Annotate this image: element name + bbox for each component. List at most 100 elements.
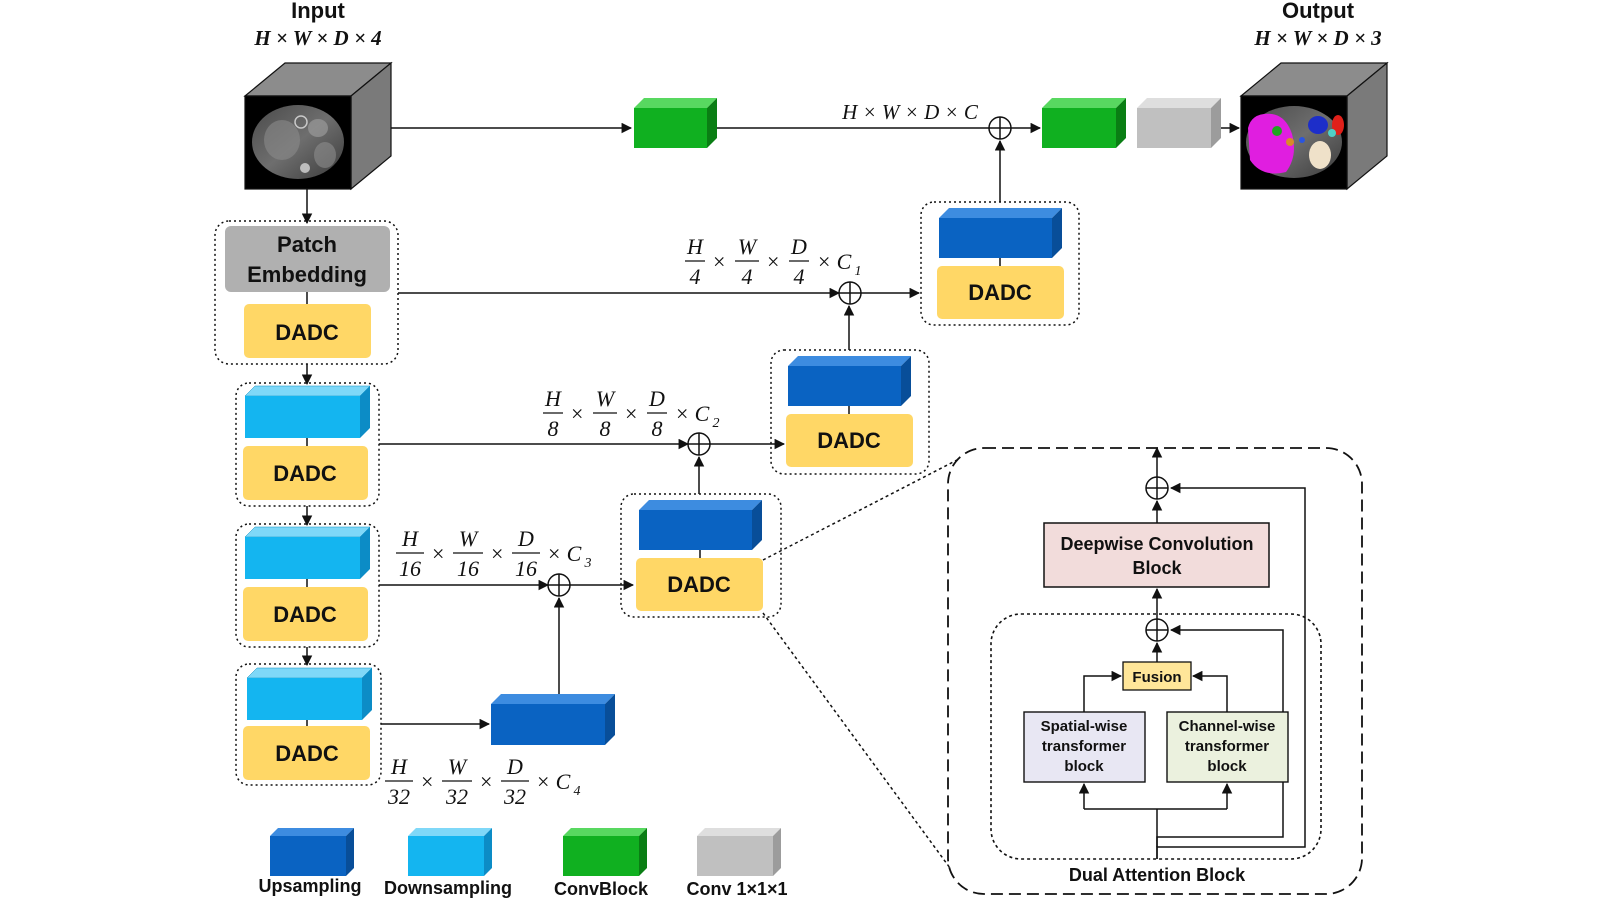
channel-line2: transformer <box>1185 738 1269 755</box>
dims-level2-n1: H <box>544 386 562 411</box>
dims-level2-x3: × <box>675 401 690 426</box>
legend-downsampling-label: Downsampling <box>384 878 512 898</box>
upsampling-block-bottom <box>491 694 615 745</box>
legend-convblock-label: ConvBlock <box>554 879 649 899</box>
dims-level3-n2: W <box>459 526 479 551</box>
sum-node-level1 <box>838 281 862 305</box>
dims-level3-sub: 3 <box>584 556 592 571</box>
decoder-stage-3-frame <box>620 493 782 618</box>
dims-level1-n1: H <box>686 234 704 259</box>
dims-level1-d2: 4 <box>742 264 753 289</box>
dims-level3-d1: 16 <box>399 556 421 581</box>
dims-level2-d1: 8 <box>548 416 559 441</box>
downsampling-block-4 <box>246 667 373 720</box>
dims-level4-n3: D <box>506 754 523 779</box>
patch-embedding-line1: Patch <box>277 232 337 257</box>
legend-upsampling-swatch <box>270 828 354 876</box>
downsampling-block-3 <box>244 526 371 579</box>
dims-level4-n1: H <box>390 754 408 779</box>
convblock-output <box>1042 98 1126 148</box>
decoder-dadc-2-label: DADC <box>817 428 881 453</box>
dims-level3-n3: D <box>517 526 534 551</box>
decoder-dadc-3-label: DADC <box>667 572 731 597</box>
dims-level2-c: C <box>695 401 710 426</box>
dims-level1-x2: × <box>766 249 781 274</box>
encoder-dadc-4-label: DADC <box>275 741 339 766</box>
input-title: Input <box>291 0 345 23</box>
dims-level4-sub: 4 <box>574 784 581 799</box>
dims-level3: H 16 × W 16 × D 16 × C 3 <box>396 526 592 581</box>
deepwise-conv-block <box>1043 522 1270 588</box>
spatial-line2: transformer <box>1042 738 1126 755</box>
top-skip-dims: H × W × D × C <box>841 100 979 124</box>
dims-level4-d3: 32 <box>503 784 526 809</box>
downsampling-block-2 <box>244 385 371 438</box>
dims-level3-x3: × <box>547 541 562 566</box>
dims-level3-d2: 16 <box>457 556 479 581</box>
output-title: Output <box>1282 0 1355 23</box>
dims-level3-x1: × <box>431 541 446 566</box>
zoom-line-bottom <box>762 612 951 869</box>
dims-level4: H 32 × W 32 × D 32 × C 4 <box>385 754 581 809</box>
sum-node-level3 <box>547 573 571 597</box>
channel-line3: block <box>1207 758 1247 775</box>
encoder-dadc-3 <box>243 587 368 641</box>
encoder-dadc-1-label: DADC <box>275 320 339 345</box>
legend-conv111-label: Conv 1×1×1 <box>686 879 787 899</box>
encoder-dadc-2 <box>243 446 368 500</box>
output-dims: H × W × D × 3 <box>1253 26 1381 50</box>
legend-upsampling-label: Upsampling <box>258 876 361 896</box>
patch-embedding-line2: Embedding <box>247 262 367 287</box>
dims-level1-n3: D <box>790 234 807 259</box>
dims-level1-d3: 4 <box>794 264 805 289</box>
decoder-dadc-3 <box>636 558 763 611</box>
dims-level1-d1: 4 <box>690 264 701 289</box>
dims-level1-x1: × <box>712 249 727 274</box>
spatial-line1: Spatial-wise <box>1041 718 1128 735</box>
encoder-dadc-1 <box>244 304 371 358</box>
dims-level4-c: C <box>556 769 571 794</box>
convblock-skip <box>634 98 717 148</box>
dims-level1: H 4 × W 4 × D 4 × C 1 <box>685 234 862 289</box>
dims-level2-d2: 8 <box>600 416 611 441</box>
channel-line1: Channel-wise <box>1179 718 1276 735</box>
dims-level4-x1: × <box>420 769 435 794</box>
detail-sum-inner <box>1145 618 1169 642</box>
spatial-line3: block <box>1064 758 1104 775</box>
dims-level2-sub: 2 <box>713 416 720 431</box>
upsampling-block-3 <box>639 500 762 550</box>
dual-attention-block-title: Dual Attention Block <box>1069 865 1246 885</box>
dims-level4-x2: × <box>479 769 494 794</box>
decoder-dadc-1-label: DADC <box>968 280 1032 305</box>
zoom-line-top <box>762 458 960 561</box>
output-seg-volume <box>1239 61 1389 191</box>
dims-level4-x3: × <box>536 769 551 794</box>
dims-level3-x2: × <box>490 541 505 566</box>
input-ct-volume <box>243 61 393 191</box>
dims-level2-n3: D <box>648 386 665 411</box>
decoder-dadc-2 <box>786 414 913 467</box>
dims-level3-c: C <box>567 541 582 566</box>
dual-attention-block-frame <box>990 613 1322 860</box>
dims-level3-n1: H <box>401 526 419 551</box>
detail-sum-top <box>1145 476 1169 500</box>
dims-level3-d3: 16 <box>515 556 537 581</box>
dims-level1-sub: 1 <box>855 264 862 279</box>
legend-downsampling-swatch <box>408 828 492 876</box>
spatial-transformer-block <box>1023 711 1146 783</box>
legend-conv111-swatch <box>697 828 781 876</box>
patch-embedding-block <box>225 226 390 292</box>
dims-level1-x3: × <box>817 249 832 274</box>
sum-node-top <box>988 116 1012 140</box>
dims-level2-n2: W <box>596 386 616 411</box>
dims-level2-d3: 8 <box>652 416 663 441</box>
decoder-dadc-1 <box>937 266 1064 319</box>
fusion-label: Fusion <box>1132 669 1181 686</box>
dims-level1-n2: W <box>738 234 758 259</box>
dims-level2-x1: × <box>570 401 585 426</box>
encoder-dadc-2-label: DADC <box>273 461 337 486</box>
dims-level1-c: C <box>837 249 852 274</box>
input-dims: H × W × D × 4 <box>253 26 381 50</box>
decoder-stage-2-frame <box>770 349 930 475</box>
